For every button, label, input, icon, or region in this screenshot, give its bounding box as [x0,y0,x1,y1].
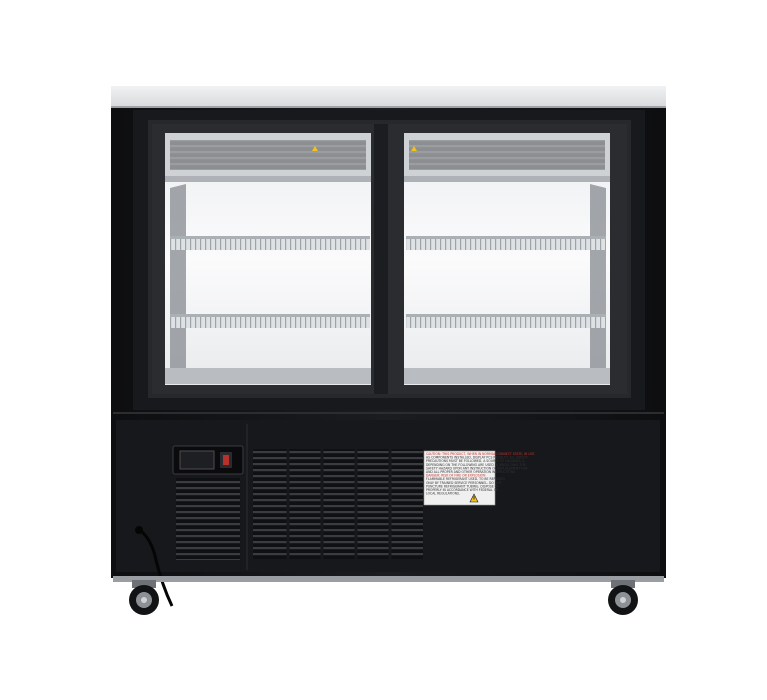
warning-label-line: ONLY BY TRAINED SERVICE PERSONNEL. DO NO… [426,481,502,485]
vent-sticker-right-icon [411,146,417,151]
vent-sticker-left-icon [312,146,318,151]
base-rail [113,576,664,582]
caster-wheel-icon-right [608,580,638,615]
right-shelf-upper [406,238,606,250]
warning-label-line: CAUTION: THIS PRODUCT, WHEN IN NORMAL CO… [426,452,534,456]
left-glass-door[interactable] [152,124,374,394]
warning-label-line: DEPENDING ON THE FOLLOWING ARE USED IN A… [426,463,526,467]
warning-label-line: FLAMMABLE REFRIGERANT USED. TO BE REPAIR… [426,477,505,481]
warning-label-line: AS COMPONENTS INSTALLED, DISPLAY PCS PRO… [426,456,528,460]
warning-label-line: AND ALL PROPER AND OTHER OPERATION INSTR… [426,470,515,474]
warning-label-text: CAUTION: THIS PRODUCT, WHEN IN NORMAL CO… [426,452,534,496]
left-vent-grille [176,478,240,560]
left-shelf-upper [170,238,370,250]
warning-label-line: SAFETY HAZARD UPON ANY INSTRUCTION OF RE… [426,466,528,470]
left-shelf-lower [170,316,370,328]
warning-label-line: PRECAUTIONS MUST BE FOLLOWED. A SOURCE O… [426,459,525,463]
caster-wheel-icon [129,580,159,615]
warning-label-line: PROPERLY IN ACCORDANCE WITH FEDERAL OR [426,488,499,492]
right-shelf-lower [406,316,606,328]
right-glass-door[interactable] [388,124,627,394]
warning-label-line: LOCAL REGULATIONS. [426,492,460,496]
warning-label: CAUTION: THIS PRODUCT, WHEN IN NORMAL CO… [423,450,534,506]
warning-label-line: PUNCTURE REFRIGERANT TUBING. DISPOSE OF [426,484,499,488]
countertop-edge [111,106,666,109]
countertop [111,86,666,108]
main-vent-grille [253,449,423,559]
door-mullion [374,124,388,394]
warning-label-line: DANGER: RISK OF FIRE OR EXPLOSION [426,474,486,478]
power-cord [139,528,174,607]
power-switch-icon[interactable] [172,445,244,475]
